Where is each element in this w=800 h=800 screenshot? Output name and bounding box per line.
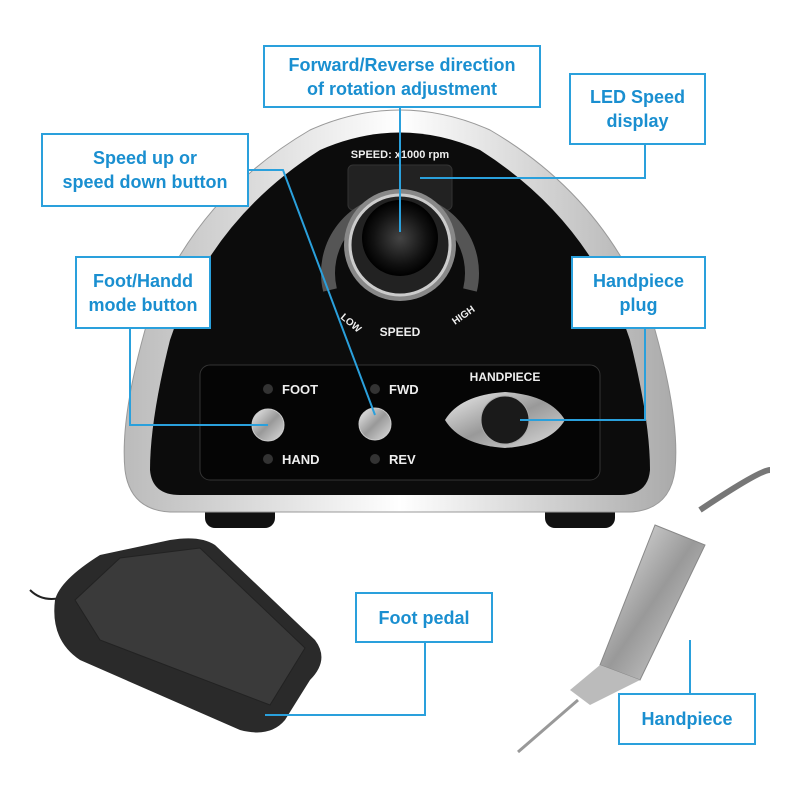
- callout-pedal-text: Foot pedal: [378, 607, 470, 628]
- callout-handpiece-text: Handpiece: [641, 709, 733, 729]
- dial-speed-label: SPEED: [380, 325, 421, 339]
- callout-line-mode-button: [129, 329, 268, 426]
- foot-label: FOOT: [282, 382, 318, 397]
- callout-lines: [129, 108, 691, 716]
- callout-plug-line1: Handpiece: [592, 270, 685, 291]
- hand-label: HAND: [282, 452, 320, 467]
- callout-foot-pedal: Foot pedal: [355, 592, 493, 643]
- callout-handpiece: Handpiece: [618, 693, 756, 745]
- callout-speed-line1: Speed up or: [92, 148, 197, 168]
- foot-led: [263, 384, 273, 394]
- callout-direction: Forward/Reverse direction of rotation ad…: [263, 45, 541, 108]
- callout-handpiece-plug: Handpiece plug: [571, 256, 706, 329]
- pedal-top: [74, 547, 306, 706]
- callout-line-pedal: [265, 643, 426, 716]
- callout-led-line1: LED Speed: [589, 87, 686, 107]
- handpiece-port-label: HANDPIECE: [470, 370, 541, 384]
- callout-speed-line2: speed down button: [62, 172, 228, 192]
- knob-cap: [362, 200, 438, 276]
- rev-label: REV: [389, 452, 416, 467]
- fwd-led: [370, 384, 380, 394]
- callout-led-line2: display: [606, 111, 669, 131]
- callout-line-speed-button: [249, 169, 376, 416]
- callout-line-led: [420, 145, 646, 179]
- callout-direction-line2: of rotation adjustment: [307, 78, 497, 99]
- callout-direction-line1: Forward/Reverse direction: [288, 54, 516, 75]
- callout-speed-button: Speed up or speed down button: [41, 133, 249, 207]
- handpiece-cable: [698, 467, 771, 513]
- rev-led: [370, 454, 380, 464]
- callout-mode-button: Foot/Handd mode button: [75, 256, 211, 329]
- callout-led-display: LED Speed display: [569, 73, 706, 145]
- speed-button: [358, 407, 392, 441]
- callout-mode-line1: Foot/Handd: [93, 270, 193, 291]
- callout-line-plug: [520, 329, 646, 421]
- fwd-label: FWD: [389, 382, 419, 397]
- hand-led: [263, 454, 273, 464]
- handpiece-nose: [570, 665, 640, 705]
- handpiece-bit: [517, 698, 579, 754]
- callout-mode-line2: mode button: [88, 294, 198, 315]
- callout-plug-line2: plug: [619, 294, 658, 315]
